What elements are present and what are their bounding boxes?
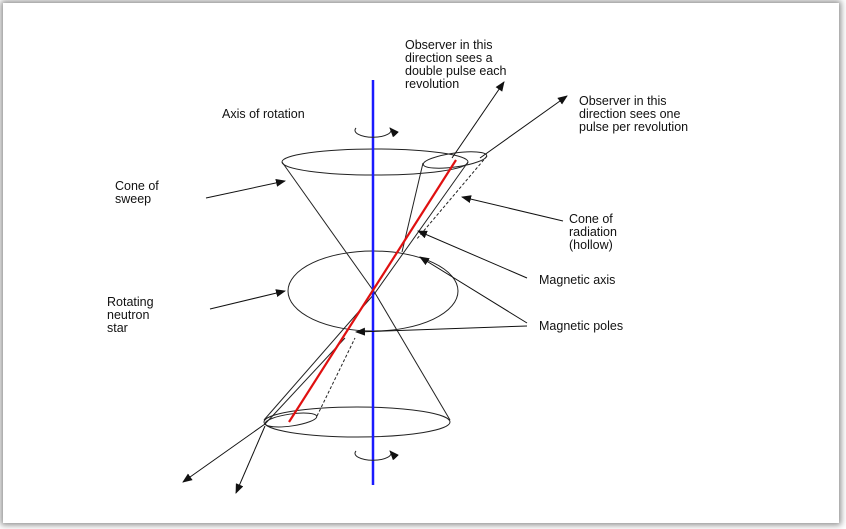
label-axis-of-rotation: Axis of rotation	[222, 107, 305, 121]
label-magnetic-axis: Magnetic axis	[539, 273, 615, 287]
leader-magnetic-pole-lower	[355, 325, 528, 336]
label-cone-of-radiation: Cone of radiation (hollow)	[569, 212, 620, 252]
observer-arrow-single	[479, 95, 568, 159]
label-rotating-neutron-star: Rotating neutron star	[107, 295, 157, 335]
rotation-arrow-top	[354, 127, 399, 138]
rotation-arrow-bottom	[354, 450, 399, 461]
observer-arrow-double	[451, 81, 505, 159]
magnetic-axis	[288, 159, 457, 423]
leader-cone-of-radiation	[461, 195, 564, 222]
cone-of-radiation	[264, 151, 488, 428]
observer-arrow-down-left	[182, 423, 266, 483]
label-cone-of-sweep: Cone of sweep	[115, 179, 162, 206]
leader-rotating-star	[209, 289, 286, 310]
observer-arrow-down	[235, 425, 266, 494]
leader-magnetic-axis	[417, 230, 528, 279]
label-observer-double-pulse: Observer in this direction sees a double…	[405, 38, 510, 91]
leader-magnetic-pole-upper	[419, 256, 528, 324]
cone-of-sweep	[263, 148, 469, 438]
label-magnetic-poles: Magnetic poles	[539, 319, 623, 333]
leader-cone-of-sweep	[205, 178, 286, 199]
label-observer-single-pulse: Observer in this direction sees one puls…	[579, 94, 688, 134]
